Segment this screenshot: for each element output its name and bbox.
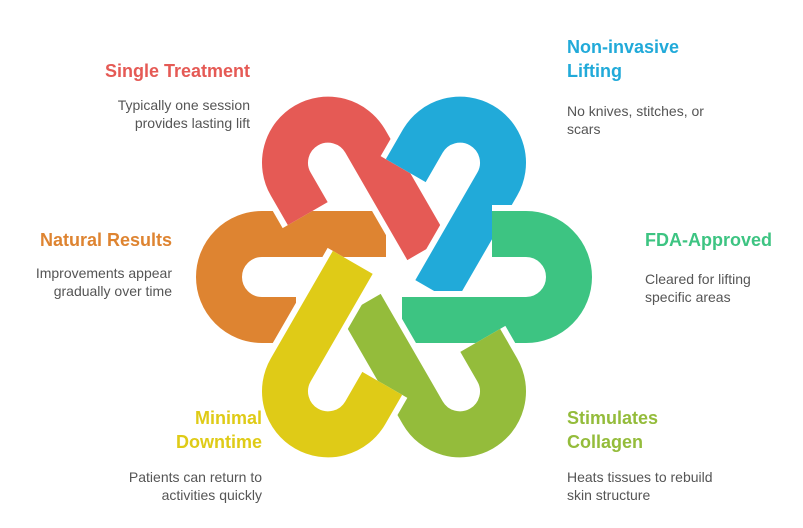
natural-results-desc: Improvements appear gradually over time [35, 265, 172, 299]
minimal-downtime-desc: Patients can return to activities quickl… [128, 469, 262, 503]
non-invasive-title: Non-invasive Lifting [567, 37, 680, 81]
natural-results-title: Natural Results [39, 230, 172, 250]
non-invasive-desc: No knives, stitches, or scars [567, 103, 704, 137]
single-treatment-desc: Typically one session provides lasting l… [117, 97, 250, 131]
minimal-downtime-title: Minimal Downtime [175, 408, 262, 452]
single-treatment-title: Single Treatment [104, 61, 250, 81]
fda-approved-desc: Cleared for lifting specific areas [645, 271, 751, 305]
stimulates-collagen-title: Stimulates Collagen [567, 408, 659, 452]
stimulates-collagen-desc: Heats tissues to rebuild skin structure [567, 469, 713, 503]
fda-approved-title: FDA-Approved [645, 230, 772, 250]
